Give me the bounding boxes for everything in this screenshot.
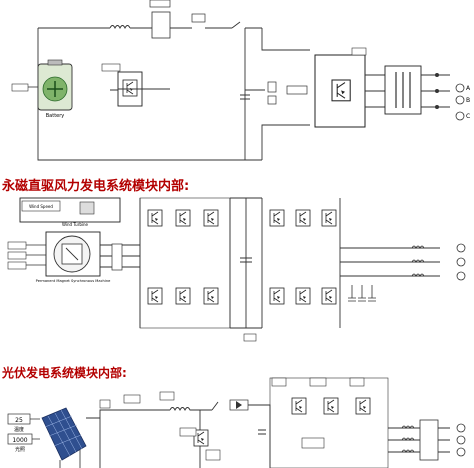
section2-pmsm-wind-system xyxy=(7,197,466,342)
port-b: B xyxy=(466,97,470,104)
section1-dc-ac-system xyxy=(11,0,465,161)
pmsm-label: Permanent Magnet Synchronous Machine xyxy=(36,279,111,283)
temperature-value: 25 xyxy=(15,417,23,424)
section3-pv-system xyxy=(7,377,466,468)
light-label: 光照 xyxy=(15,446,25,453)
pmsm-section-title: 永磁直驱风力发电系统模块内部: xyxy=(2,179,190,194)
solar-panel-icon xyxy=(41,407,87,468)
wind-turbine-label: Wind Turbine xyxy=(62,222,89,227)
pv-section-title: 光伏发电系统模块内部: xyxy=(2,366,127,380)
port-a: A xyxy=(466,85,471,92)
wind-speed-label: Wind Speed xyxy=(29,204,53,209)
battery-label: Battery xyxy=(46,113,65,119)
light-value: 1000 xyxy=(12,437,27,444)
temperature-label: 温度 xyxy=(14,426,24,433)
port-c: C xyxy=(466,113,470,120)
igbt-gate-block xyxy=(151,11,171,39)
